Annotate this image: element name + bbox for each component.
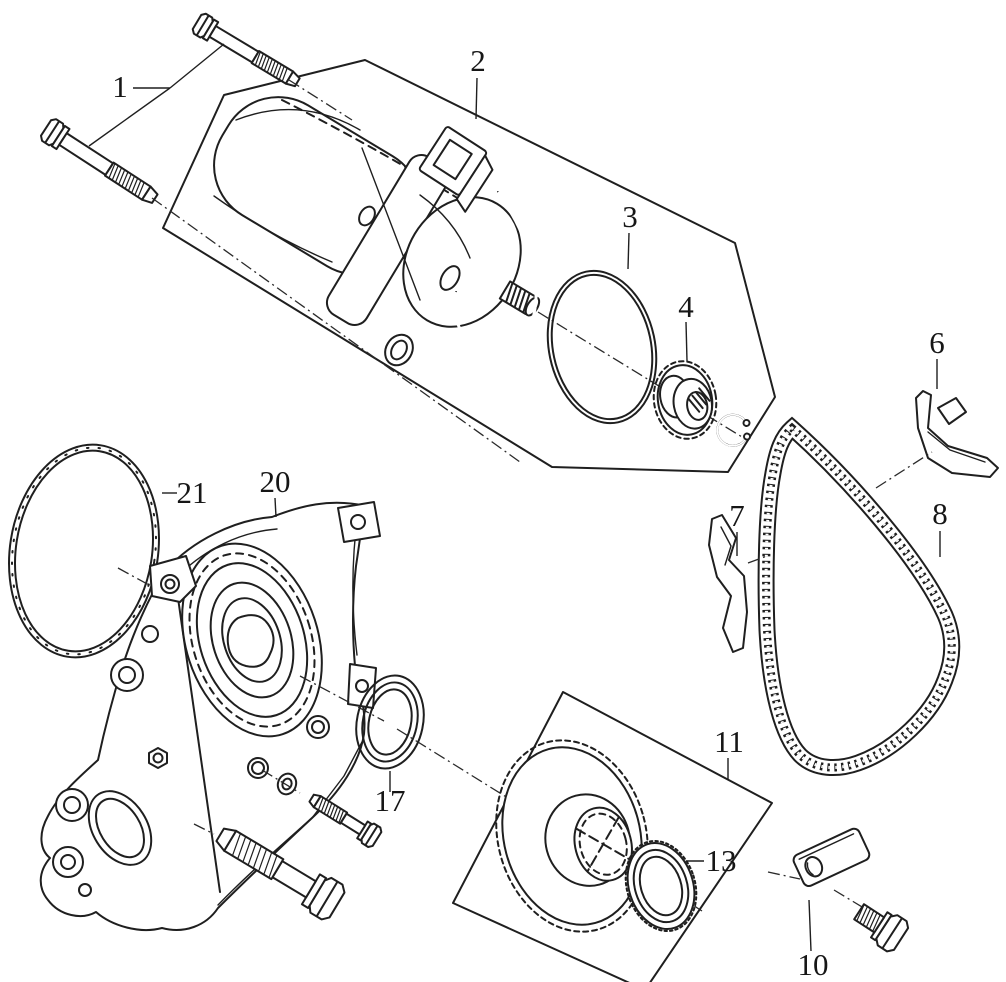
label-part-13: 13 [706, 843, 737, 878]
label-part-4: 4 [678, 289, 694, 324]
lock-plate [792, 827, 871, 888]
label-part-3: 3 [622, 199, 638, 234]
drive-chain [757, 416, 961, 776]
label-part-17: 17 [375, 783, 406, 818]
circlip [716, 413, 752, 447]
label-part-7: 7 [729, 498, 745, 533]
label-part-1: 1 [112, 69, 128, 104]
label-part-10: 10 [798, 947, 829, 982]
gasket [8, 443, 160, 659]
cover-bolt-short [304, 787, 384, 850]
axis-bolt-lower [151, 197, 521, 463]
seal-ring [624, 840, 698, 932]
mount-bolt-lower [38, 116, 163, 211]
driven-sprocket [495, 739, 649, 933]
axis-guide-lower [747, 555, 768, 564]
side-cover [39, 501, 381, 932]
starter-group-frame [162, 59, 776, 473]
axis-guide-upper [875, 451, 933, 489]
chain-guide-upper [915, 390, 999, 478]
axis-cover-bolt [193, 823, 215, 835]
sprocket-group-frame [452, 691, 773, 982]
label-part-21: 21 [177, 475, 208, 510]
label-part-8: 8 [932, 496, 948, 531]
label-part-6: 6 [929, 325, 945, 360]
drive-sprocket [652, 360, 718, 440]
mount-bolt-upper [190, 11, 305, 94]
label-part-11: 11 [714, 724, 744, 759]
part-number-labels: 1 2 3 4 6 7 8 10 11 13 17 20 21 [112, 43, 948, 982]
axis-motor-shaft [537, 311, 748, 441]
motor-connector [418, 126, 494, 213]
starter-motor [213, 96, 541, 367]
label-part-20: 20 [260, 464, 291, 499]
o-ring [546, 269, 658, 425]
chain-guide-lower [708, 514, 748, 653]
leader-lines [88, 43, 941, 952]
axis-washer [261, 769, 301, 794]
label-part-2: 2 [470, 43, 486, 78]
